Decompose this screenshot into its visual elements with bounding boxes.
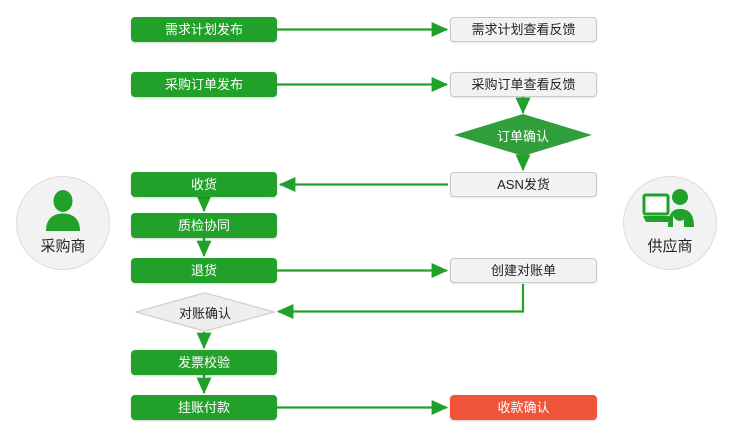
actor-supplier: 供应商 — [623, 176, 717, 270]
node-label: ASN发货 — [497, 177, 550, 192]
node-return-goods[interactable]: 退货 — [131, 258, 277, 283]
node-label: 需求计划查看反馈 — [471, 22, 576, 37]
node-label: 对账确认 — [178, 305, 231, 321]
person-at-computer-icon — [624, 177, 716, 233]
node-label: 退货 — [190, 263, 217, 278]
node-asn-ship[interactable]: ASN发货 — [450, 172, 597, 197]
node-order-confirm[interactable]: 订单确认 — [454, 114, 592, 156]
edge-statement-to-reconcile — [276, 284, 525, 319]
node-label: 收货 — [190, 177, 217, 192]
node-label: 收款确认 — [497, 400, 550, 415]
node-create-statement[interactable]: 创建对账单 — [450, 258, 597, 283]
person-icon — [17, 177, 109, 233]
node-invoice-check[interactable]: 发票校验 — [131, 350, 277, 375]
node-label: 采购订单发布 — [164, 77, 243, 92]
node-payable-payment[interactable]: 挂账付款 — [131, 395, 277, 420]
node-label: 挂账付款 — [177, 400, 230, 415]
node-qc-collaborate[interactable]: 质检协同 — [131, 213, 277, 238]
node-receive-goods[interactable]: 收货 — [131, 172, 277, 197]
node-statement-confirm[interactable]: 对账确认 — [135, 292, 275, 332]
node-label: 需求计划发布 — [164, 22, 243, 37]
node-label: 发票校验 — [177, 355, 230, 370]
node-label: 采购订单查看反馈 — [471, 77, 576, 92]
node-po-feedback[interactable]: 采购订单查看反馈 — [450, 72, 597, 97]
diamond-shape — [454, 114, 592, 156]
node-label: 创建对账单 — [490, 263, 556, 278]
node-demand-plan-publish[interactable]: 需求计划发布 — [131, 17, 277, 42]
actor-supplier-label: 供应商 — [647, 238, 693, 255]
node-receipt-confirm[interactable]: 收款确认 — [450, 395, 597, 420]
node-po-publish[interactable]: 采购订单发布 — [131, 72, 277, 97]
node-label: 订单确认 — [496, 128, 549, 144]
node-demand-plan-feedback[interactable]: 需求计划查看反馈 — [450, 17, 597, 42]
actor-buyer: 采购商 — [16, 176, 110, 270]
diamond-shape — [135, 292, 275, 332]
node-label: 质检协同 — [177, 218, 230, 233]
actor-buyer-label: 采购商 — [40, 238, 86, 255]
